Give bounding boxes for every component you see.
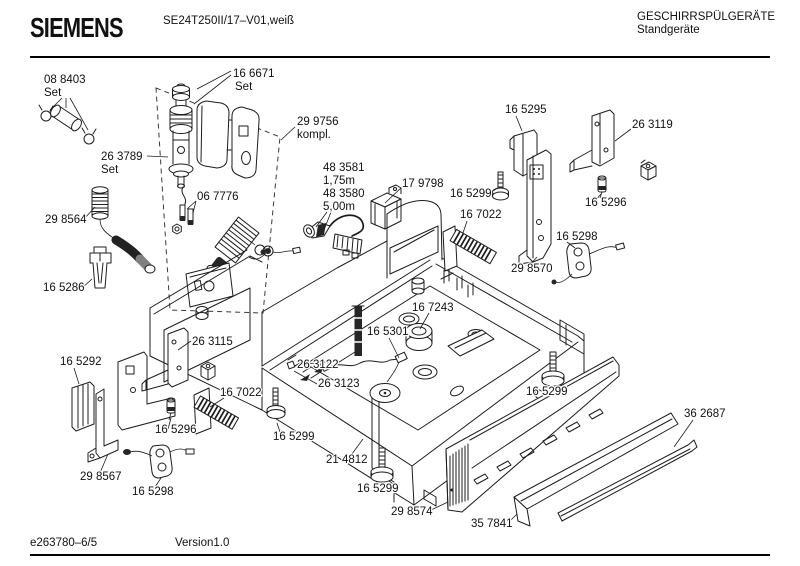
- part-label-set-3: Set: [101, 164, 119, 176]
- part-label-16-7022-b: 16 7022: [220, 387, 262, 399]
- part-plinth-35-7841: [513, 412, 679, 527]
- part-screw-left: [266, 387, 286, 419]
- part-label-36-2687: 36 2687: [684, 408, 726, 420]
- part-label-26-3119: 26 3119: [632, 119, 673, 131]
- part-bracket-26-3115: [141, 327, 189, 392]
- part-label-29-9756: 29 9756: [297, 116, 339, 128]
- part-label-17-9798: 17 9798: [402, 178, 444, 190]
- part-label-16-5301: 16 5301: [367, 326, 409, 338]
- part-cube-left: [200, 361, 216, 381]
- part-bracket-26-3119: [569, 109, 615, 173]
- document-code: e263780–6/5: [30, 537, 98, 549]
- part-label-set-1: Set: [44, 87, 62, 99]
- part-label-16-5286: 16 5286: [43, 282, 85, 294]
- part-grommet: [249, 240, 266, 256]
- part-label-16-5299-d: 16 5299: [357, 483, 399, 495]
- part-bracket-29-8570: [518, 149, 552, 265]
- part-panel-16-5292: [71, 381, 95, 432]
- part-plate-bracket-left: [117, 351, 176, 431]
- part-screw-bottom: [370, 447, 394, 483]
- part-label-29-8564: 29 8564: [45, 214, 87, 226]
- part-label-29-8570: 29 8570: [511, 263, 553, 275]
- part-latch-16-5298-right: [551, 242, 626, 285]
- version-text: Version1.0: [175, 537, 230, 549]
- part-label-16-5292: 16 5292: [60, 356, 102, 368]
- part-label-set-2: Set: [235, 81, 253, 93]
- category-block: GESCHIRRSPÜLGERÄTE Standgeräte: [637, 11, 775, 37]
- part-angle-bracket-29-8567: [87, 388, 119, 463]
- part-pin-16-5296-left: [166, 397, 176, 421]
- part-label-16-5296-b: 16 5296: [155, 424, 197, 436]
- part-label-16-5296-a: 16 5296: [585, 197, 627, 209]
- category-line1: GESCHIRRSPÜLGERÄTE: [637, 11, 776, 23]
- part-screw-top-right: [492, 171, 509, 201]
- part-label-16-7243: 16 7243: [412, 302, 454, 314]
- part-valve-housing: [196, 100, 260, 179]
- part-mounting-plate: [185, 262, 234, 320]
- part-worm-spring-right: [442, 225, 497, 272]
- dashed-enclosure: [155, 87, 281, 314]
- part-label-16-7022-a: 16 7022: [460, 209, 502, 221]
- part-label-16-5299-b: 16 5299: [273, 431, 315, 443]
- part-base-panel-29-8574: [445, 356, 620, 513]
- part-label-21-4812: 21 4812: [326, 454, 368, 466]
- part-label-16-5299-c: 16 5299: [526, 386, 568, 398]
- model-number: SE24T250II/17–V01,weiß: [163, 15, 295, 27]
- part-pin-16-5296-right: [597, 175, 607, 199]
- part-inlet-coil-hose: [91, 186, 156, 274]
- part-label-16-5299-a: 16 5299: [450, 188, 492, 200]
- part-connector-cable: [172, 186, 194, 235]
- part-capacitor-block: [370, 184, 402, 230]
- part-label-16-5298-b: 16 5298: [132, 486, 174, 498]
- part-label-06-7776: 06 7776: [197, 191, 239, 203]
- part-label-08-8403: 08 8403: [44, 74, 86, 86]
- part-label-kompl: kompl.: [297, 129, 331, 141]
- header-rule: [30, 56, 770, 58]
- part-label-48-3581: 48 3581: [323, 162, 365, 174]
- part-label-26-3115: 26 3115: [192, 336, 233, 348]
- footer-rule: [30, 554, 770, 556]
- part-label-1-75m: 1,75m: [323, 175, 355, 187]
- part-label-26-3122: 26 3122: [297, 359, 339, 371]
- part-aquastop-valve: [168, 83, 194, 189]
- part-worm-spring-left: [193, 387, 240, 435]
- part-label-29-8567: 29 8567: [80, 471, 122, 483]
- part-label-16-6671: 16 6671: [233, 68, 275, 80]
- part-label-26-3123: 26 3123: [318, 378, 360, 390]
- part-labels: 08 8403 Set 16 6671 Set 29 9756 kompl. 2…: [42, 67, 727, 532]
- part-label-26-3789: 26 3789: [101, 151, 143, 163]
- part-label-16-5295: 16 5295: [505, 104, 547, 116]
- part-hose-clamp-set: [38, 104, 97, 145]
- part-label-35-7841: 35 7841: [471, 518, 513, 530]
- part-cube-26-3119: [640, 159, 657, 181]
- part-inlet-hose-connector: [303, 214, 365, 259]
- part-label-48-3580: 48 3580: [323, 188, 365, 200]
- part-screw-right: [541, 351, 565, 387]
- category-line2: Standgeräte: [637, 24, 700, 36]
- brand-logo: SIEMENS: [30, 12, 124, 43]
- part-fork-bracket: [89, 246, 112, 289]
- base-assembly: [149, 200, 585, 507]
- part-label-5-00m: 5,00m: [323, 201, 355, 213]
- part-latch-16-5298-left: [123, 444, 195, 479]
- leader-lines: [49, 70, 694, 523]
- part-label-29-8574: 29 8574: [391, 506, 433, 518]
- part-label-16-5298-a: 16 5298: [556, 231, 598, 243]
- part-trim-rail-36-2687: [557, 439, 698, 522]
